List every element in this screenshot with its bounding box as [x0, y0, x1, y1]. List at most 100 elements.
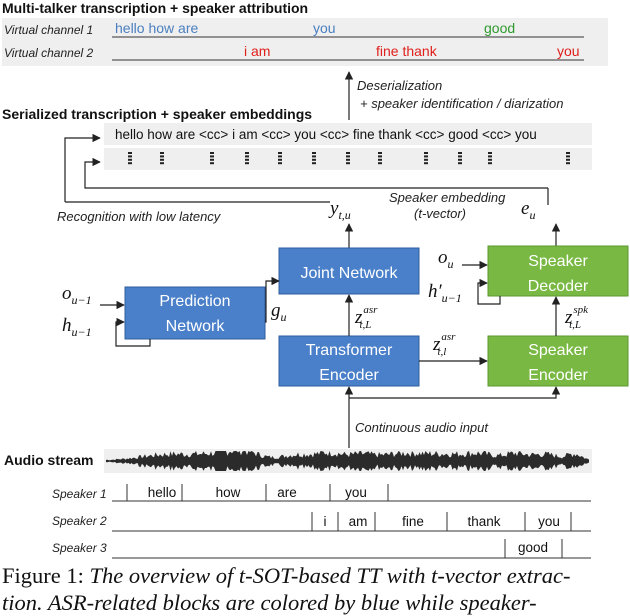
transformer-encoder-block — [278, 335, 420, 387]
embedding-mark — [424, 155, 428, 158]
speaker-2-word: thank — [467, 514, 500, 529]
embedding-mark — [378, 152, 382, 154]
embedding-mark — [346, 158, 350, 161]
embedding-mark — [245, 155, 249, 158]
joint-network-label: Joint Network — [301, 265, 399, 282]
embedding-mark — [210, 155, 214, 158]
embedding-mark — [566, 162, 570, 165]
embedding-mark — [566, 155, 570, 158]
embedding-mark — [346, 162, 350, 165]
caption-text-1: The overview of t-SOT-based TT with t-ve… — [89, 563, 571, 588]
embedding-mark — [312, 155, 316, 158]
speaker-1-word: how — [216, 485, 241, 500]
embedding-mark — [210, 162, 214, 165]
o-input-symbol: ou−1 — [62, 283, 92, 307]
e-output-symbol: eu — [521, 198, 535, 222]
embedding-mark — [278, 162, 282, 165]
embedding-mark — [458, 162, 462, 165]
vc1-word: hello how are — [115, 20, 198, 36]
audio-to-speaker-encoder-arrow — [349, 386, 561, 399]
prediction-network-block — [124, 286, 266, 340]
embedding-marks — [128, 152, 570, 165]
embedding-mark — [210, 158, 214, 161]
serialized-transcription-box — [104, 123, 592, 145]
g-symbol: gu — [271, 300, 287, 324]
embedding-mark — [278, 155, 282, 158]
embedding-mark — [245, 158, 249, 161]
audio-stream-title: Audio stream — [4, 452, 93, 468]
speaker-rows: Speaker 1 hello how are you Speaker 2 i … — [52, 484, 591, 559]
speaker-decoder-label-2: Decoder — [528, 278, 589, 295]
embedding-mark — [346, 152, 350, 154]
embedding-mark — [312, 152, 316, 154]
embedding-mark — [160, 155, 164, 158]
speaker-decoder-block — [487, 245, 629, 297]
serialized-transcription: hello how are <cc> i am <cc> you <cc> fi… — [115, 127, 537, 142]
virtual-channel-2-label: Virtual channel 2 — [4, 46, 94, 60]
embedding-mark — [488, 158, 492, 161]
speaker-1-label: Speaker 1 — [52, 487, 107, 501]
recognition-feedback-arrow — [64, 133, 101, 202]
speaker-encoder-label-1: Speaker — [528, 342, 588, 359]
vc1-word: you — [313, 20, 336, 36]
embedding-mark — [210, 152, 214, 154]
speaker-2-word: fine — [402, 514, 424, 529]
y-output-symbol: yt,u — [328, 198, 351, 222]
embedding-mark — [458, 155, 462, 158]
speaker-embedding-label: Speaker embedding — [389, 190, 506, 205]
speaker-2-word: i — [324, 514, 327, 529]
speaker-3-label: Speaker 3 — [52, 541, 107, 555]
speaker-1-word: you — [345, 485, 367, 500]
embedding-mark — [488, 155, 492, 158]
audio-waveform — [106, 451, 589, 471]
vc2-word: you — [557, 43, 580, 59]
speaker-encoder-label-2: Encoder — [528, 367, 588, 384]
continuous-audio-label: Continuous audio input — [355, 420, 489, 435]
deserialization-label: Deserialization — [357, 78, 442, 93]
prediction-to-joint-arrow — [265, 276, 280, 323]
embedding-mark — [346, 155, 350, 158]
embedding-mark — [566, 152, 570, 154]
embedding-mark — [160, 158, 164, 161]
embedding-mark — [458, 158, 462, 161]
speaker-2-word: am — [349, 514, 368, 529]
h-recurrence-arrow — [115, 317, 151, 347]
caption-prefix: Figure 1: — [2, 563, 90, 588]
prediction-network-label-1: Prediction — [159, 293, 230, 310]
embedding-mark — [458, 152, 462, 154]
embedding-mark — [160, 162, 164, 165]
t-vector-label: (t-vector) — [414, 206, 466, 221]
speaker-identification-label: + speaker identification / diarization — [360, 96, 563, 111]
vc2-word: fine thank — [376, 43, 438, 59]
speaker-encoder-block — [487, 335, 629, 387]
speaker-3-word: good — [518, 540, 548, 555]
speaker-2-label: Speaker 2 — [52, 514, 107, 528]
multi-talker-title: Multi-talker transcription + speaker att… — [2, 0, 308, 16]
embedding-mark — [128, 155, 132, 158]
caption-line-1: Figure 1: The overview of t-SOT-based TT… — [2, 562, 628, 589]
embedding-mark — [245, 152, 249, 154]
virtual-channel-1-label: Virtual channel 1 — [4, 23, 93, 37]
o-speaker-symbol: ou — [438, 247, 454, 271]
embedding-mark — [566, 158, 570, 161]
transformer-encoder-label-2: Encoder — [319, 367, 379, 384]
serialized-title: Serialized transcription + speaker embed… — [2, 106, 312, 122]
embedding-mark — [312, 158, 316, 161]
recognition-label: Recognition with low latency — [57, 209, 222, 224]
embedding-mark — [128, 162, 132, 165]
speaker-1-word: are — [277, 485, 297, 500]
embedding-mark — [278, 152, 282, 154]
embedding-mark — [424, 162, 428, 165]
embedding-feedback-arrow — [84, 157, 548, 189]
embedding-mark — [128, 158, 132, 161]
vc1-word: good — [484, 20, 515, 36]
speaker-2-word: you — [538, 514, 560, 529]
h-speaker-recurrence-arrow — [477, 278, 501, 305]
embedding-mark — [488, 152, 492, 154]
figure-caption: Figure 1: The overview of t-SOT-based TT… — [2, 562, 628, 616]
embedding-mark — [424, 152, 428, 154]
